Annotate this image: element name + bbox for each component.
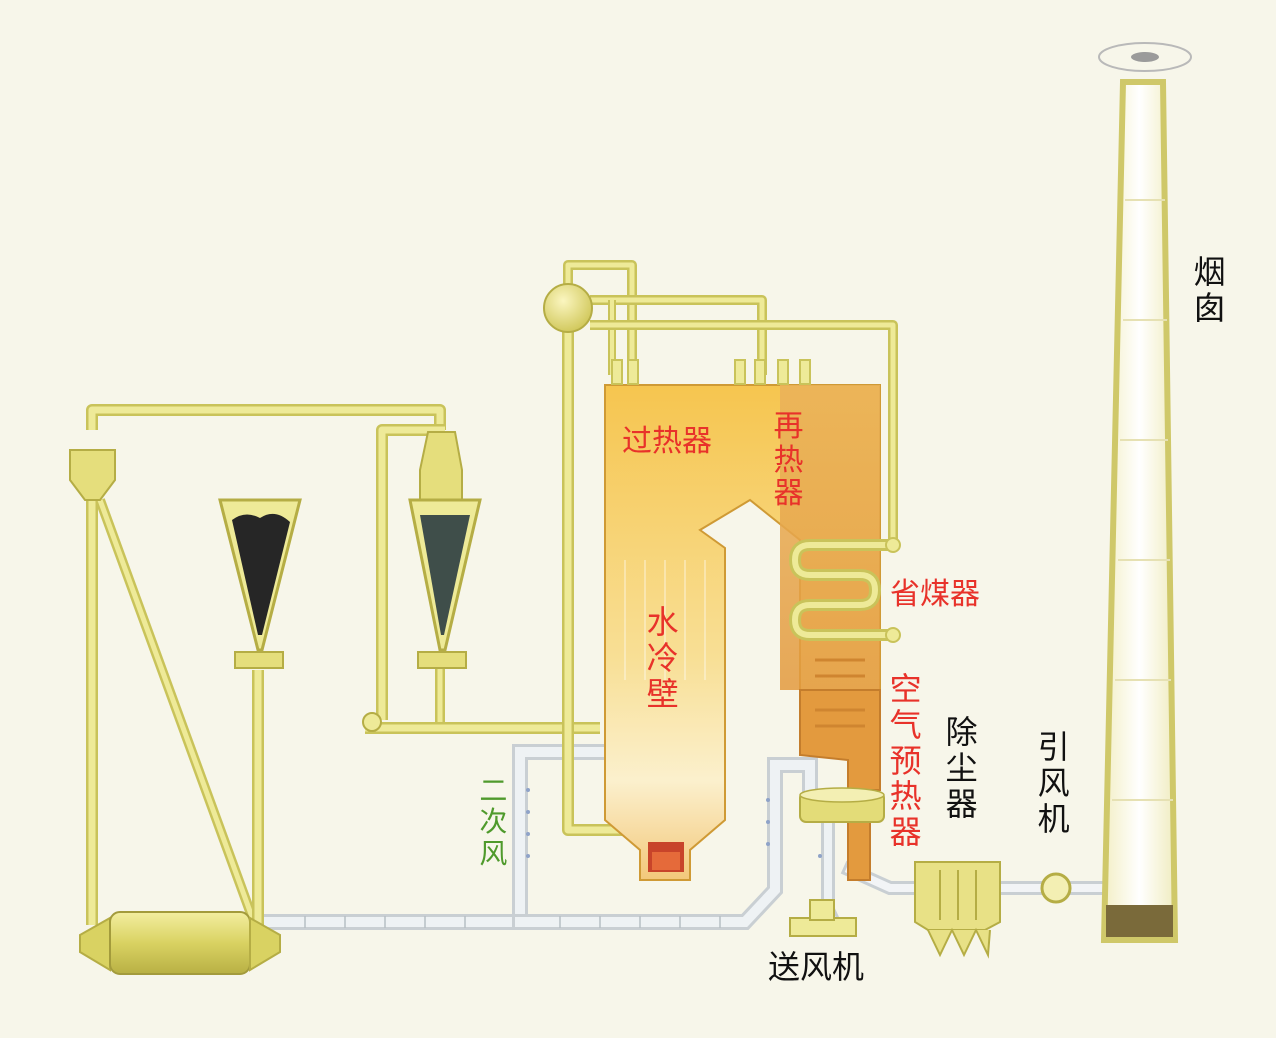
induced-draft-fan-label: 引风机 (1036, 730, 1071, 837)
forced-draft-fan-label: 送风机 (768, 950, 864, 986)
air-preheater-label: 空气预热器 (888, 672, 923, 851)
header-stubs (612, 360, 810, 384)
coal-mill (80, 912, 280, 974)
reheater-label: 再热器 (772, 410, 805, 511)
secondary-air-label: 二次风 (478, 775, 509, 869)
loop-seal (363, 713, 381, 731)
dust-collector (915, 862, 1000, 955)
chimney-label: 烟囱 (1192, 255, 1227, 327)
air-preheater-unit (800, 788, 884, 822)
dust-collector-label: 除尘器 (944, 715, 979, 822)
chimney (1099, 43, 1191, 940)
steam-drum (544, 284, 592, 332)
forced-draft-fan (790, 900, 856, 936)
induced-draft-fan (1042, 874, 1070, 902)
separator-cyclone (410, 432, 480, 668)
superheater-label: 过热器 (622, 425, 712, 459)
economizer-label: 省煤器 (890, 578, 980, 612)
top-cyclone (70, 450, 115, 500)
coal-bin (220, 500, 300, 668)
water-wall-label: 水冷壁 (645, 605, 680, 712)
